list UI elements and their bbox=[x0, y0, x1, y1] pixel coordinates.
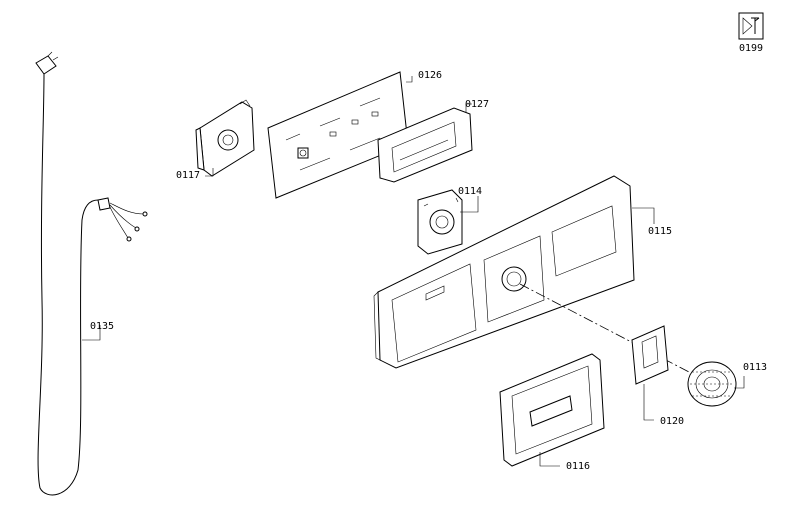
label-0127: 0127 bbox=[465, 99, 489, 110]
knob-part[interactable] bbox=[687, 361, 737, 407]
label-0114: 0114 bbox=[458, 186, 482, 197]
service-code-label: 0199 bbox=[739, 43, 763, 54]
bracket-part[interactable] bbox=[195, 99, 255, 177]
control-board-part[interactable] bbox=[267, 71, 409, 199]
label-0116: 0116 bbox=[566, 461, 590, 472]
power-cord-part[interactable] bbox=[35, 51, 148, 496]
assembly-axis-line bbox=[519, 283, 713, 385]
display-module-part[interactable] bbox=[377, 107, 473, 183]
service-wrench-icon[interactable] bbox=[738, 12, 764, 40]
ring-part[interactable] bbox=[631, 325, 669, 385]
control-panel-part[interactable] bbox=[373, 175, 635, 369]
label-0135: 0135 bbox=[90, 321, 114, 332]
label-0126: 0126 bbox=[418, 70, 442, 81]
label-0113: 0113 bbox=[743, 362, 767, 373]
label-0120: 0120 bbox=[660, 416, 684, 427]
drawer-front-part[interactable] bbox=[499, 353, 605, 467]
label-0115: 0115 bbox=[648, 226, 672, 237]
label-0117: 0117 bbox=[176, 170, 200, 181]
program-selector-part[interactable] bbox=[417, 189, 463, 255]
